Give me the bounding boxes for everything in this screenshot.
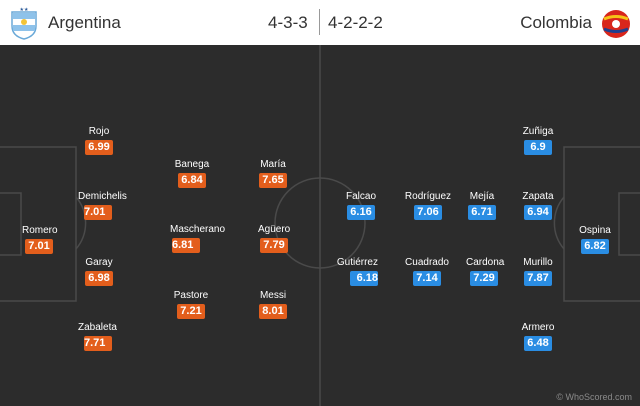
player-rating: 7.87 xyxy=(524,271,552,286)
player-name: Romero xyxy=(22,225,58,236)
whoscored-watermark: © WhoScored.com xyxy=(556,392,632,402)
pitch-lines xyxy=(0,45,640,406)
player-name: Gutiérrez xyxy=(336,257,378,268)
home-player-forward[interactable]: Agüero 7.79 xyxy=(258,224,290,253)
player-name: María xyxy=(260,159,286,170)
player-name: Zuñiga xyxy=(522,126,554,137)
player-rating: 6.48 xyxy=(524,336,552,351)
player-name: Ospina xyxy=(579,225,611,236)
player-rating: 7.79 xyxy=(260,238,288,253)
player-name: Banega xyxy=(174,159,210,170)
home-player-centre-back[interactable]: Garay 6.98 xyxy=(78,257,120,286)
player-rating: 7.29 xyxy=(470,271,498,286)
away-player-left-back[interactable]: Zuñiga 6.9 xyxy=(520,126,556,155)
player-name: Demichelis xyxy=(78,191,127,202)
player-name: Murillo xyxy=(523,257,553,268)
home-team-name: Argentina xyxy=(48,13,121,32)
player-rating: 6.16 xyxy=(347,205,375,220)
away-player-midfielder[interactable]: Mejía 6.71 xyxy=(466,191,498,220)
away-player-goalkeeper[interactable]: Ospina 6.82 xyxy=(576,225,614,254)
player-name: Pastore xyxy=(173,290,209,301)
player-rating: 6.71 xyxy=(468,205,496,220)
home-player-right-back[interactable]: Zabaleta 7.71 xyxy=(78,322,128,351)
away-formation: 4-2-2-2 xyxy=(328,13,383,32)
player-name: Messi xyxy=(259,290,287,301)
player-rating: 7.21 xyxy=(177,304,205,319)
player-name: Zabaleta xyxy=(78,322,117,333)
away-player-forward[interactable]: Gutiérrez 6.18 xyxy=(330,257,378,286)
player-name: Rodríguez xyxy=(404,191,452,202)
pitch xyxy=(0,45,640,406)
away-player-attacking-midfielder[interactable]: Cuadrado 7.14 xyxy=(404,257,450,286)
player-rating: 7.06 xyxy=(414,205,442,220)
colombia-crest-icon xyxy=(602,10,630,38)
player-name: Mascherano xyxy=(170,224,226,235)
home-player-left-back[interactable]: Rojo 6.99 xyxy=(78,126,120,155)
svg-text:★★: ★★ xyxy=(20,7,29,13)
home-player-forward[interactable]: Messi 8.01 xyxy=(258,290,288,319)
player-rating: 7.71 xyxy=(84,336,112,351)
home-player-midfielder[interactable]: Pastore 7.21 xyxy=(170,290,212,319)
away-player-right-back[interactable]: Armero 6.48 xyxy=(520,322,556,351)
player-rating: 6.81 xyxy=(172,238,200,253)
away-player-centre-back[interactable]: Zapata 6.94 xyxy=(520,191,556,220)
away-player-attacking-midfielder[interactable]: Rodríguez 7.06 xyxy=(404,191,452,220)
away-team-name: Colombia xyxy=(520,13,592,32)
player-rating: 8.01 xyxy=(259,304,287,319)
player-name: Zapata xyxy=(522,191,554,202)
player-rating: 7.14 xyxy=(413,271,441,286)
player-name: Garay xyxy=(85,257,113,268)
argentina-crest-icon: ★★ xyxy=(11,7,37,40)
player-rating: 7.65 xyxy=(259,173,287,188)
player-name: Agüero xyxy=(258,224,291,235)
home-player-midfielder[interactable]: Banega 6.84 xyxy=(170,159,214,188)
home-player-centre-back[interactable]: Demichelis 7.01 xyxy=(78,191,138,220)
home-player-forward[interactable]: María 7.65 xyxy=(258,159,288,188)
player-rating: 6.98 xyxy=(85,271,113,286)
away-player-forward[interactable]: Falcao 6.16 xyxy=(344,191,378,220)
player-rating: 7.01 xyxy=(84,205,112,220)
player-name: Falcao xyxy=(345,191,376,202)
player-name: Cardona xyxy=(466,257,505,268)
match-header: ★★ Argentina 4-3-3 4-2-2-2 Colombia xyxy=(0,0,640,46)
home-formation: 4-3-3 xyxy=(268,13,308,32)
away-player-midfielder[interactable]: Cardona 7.29 xyxy=(466,257,505,286)
player-name: Armero xyxy=(521,322,555,333)
player-rating: 6.82 xyxy=(581,239,609,254)
home-player-midfielder[interactable]: Mascherano 6.81 xyxy=(170,224,236,253)
away-player-centre-back[interactable]: Murillo 7.87 xyxy=(520,257,556,286)
player-rating: 6.84 xyxy=(178,173,206,188)
player-name: Mejía xyxy=(469,191,495,202)
home-player-goalkeeper[interactable]: Romero 7.01 xyxy=(22,225,58,254)
player-name: Rojo xyxy=(88,126,110,137)
player-rating: 6.18 xyxy=(350,271,378,286)
formation-divider xyxy=(319,9,320,35)
player-rating: 6.94 xyxy=(524,205,552,220)
player-rating: 6.9 xyxy=(524,140,552,155)
player-rating: 7.01 xyxy=(25,239,53,254)
player-name: Cuadrado xyxy=(405,257,449,268)
player-rating: 6.99 xyxy=(85,140,113,155)
